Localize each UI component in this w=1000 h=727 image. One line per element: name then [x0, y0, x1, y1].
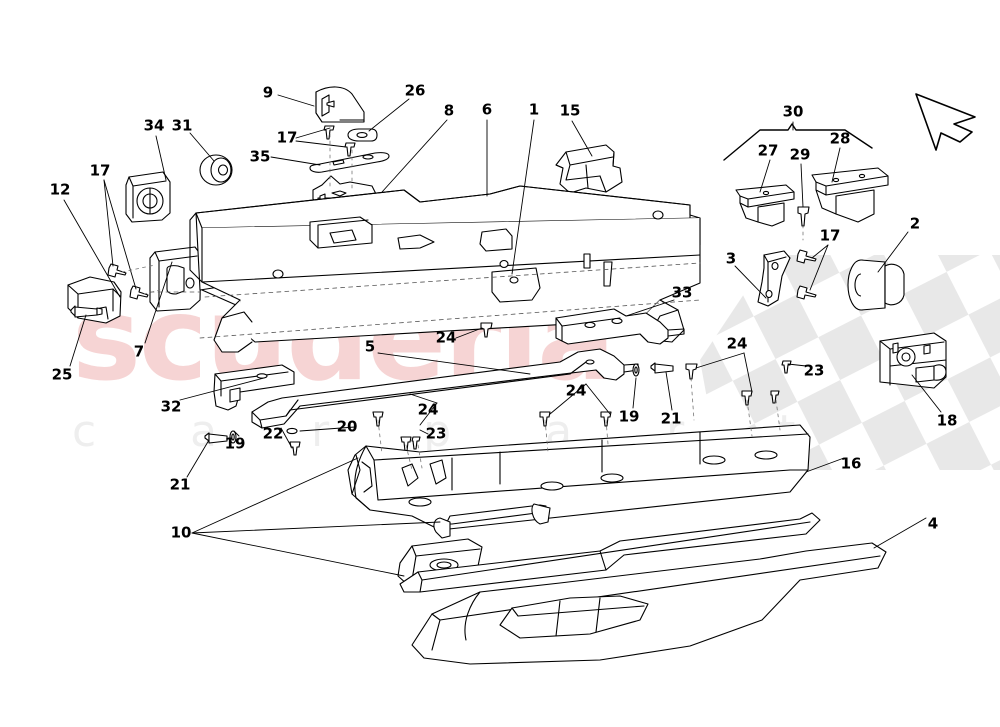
- callout-number-1: 1: [528, 100, 540, 119]
- part-4-lid: [411, 542, 887, 665]
- callout-number-12: 12: [49, 180, 71, 199]
- part-2-lock-barrel: [847, 259, 905, 311]
- callout-number-6: 6: [481, 100, 493, 119]
- callout-number-19b: 19: [224, 434, 246, 453]
- callout-number-16: 16: [840, 454, 862, 473]
- part-9-housing: [315, 86, 365, 123]
- part-24-screw-e: [539, 411, 551, 427]
- callout-number-35: 35: [249, 147, 271, 166]
- part-28-mount-block: [811, 167, 889, 223]
- callout-number-17a: 17: [276, 128, 298, 147]
- callout-number-3: 3: [725, 249, 737, 268]
- callout-number-26: 26: [404, 81, 426, 100]
- part-10-hinge-rod: [433, 503, 551, 539]
- callout-number-8: 8: [443, 101, 455, 120]
- part-15-hinge-assembly: [555, 144, 623, 194]
- part-24-screw-d: [741, 390, 753, 406]
- part-19-washer-mid: [632, 363, 640, 377]
- part-7-plate: [149, 246, 202, 312]
- part-6-glovebox-body: [189, 185, 701, 353]
- leader-lines: [63, 94, 942, 577]
- part-20-washer: [286, 427, 298, 435]
- callout-number-33: 33: [671, 283, 693, 302]
- callout-number-24c: 24: [565, 381, 587, 400]
- callout-number-24a: 24: [435, 328, 457, 347]
- part-22-screw: [289, 441, 301, 456]
- callout-number-7: 7: [133, 342, 145, 361]
- callout-number-19a: 19: [618, 407, 640, 426]
- callout-number-21b: 21: [169, 475, 191, 494]
- part-21-pin-mid: [650, 362, 674, 374]
- callout-number-10: 10: [170, 523, 192, 542]
- part-27-mount-block: [735, 184, 795, 227]
- callout-number-32: 32: [160, 397, 182, 416]
- callout-number-20: 20: [336, 417, 358, 436]
- callout-number-31: 31: [171, 116, 193, 135]
- callout-number-27: 27: [757, 141, 779, 160]
- direction-arrow-icon: [915, 93, 976, 151]
- part-24-screw-c: [685, 363, 698, 380]
- part-17-screw-right-b: [796, 285, 817, 300]
- callout-number-34: 34: [143, 116, 165, 135]
- part-30-group-bracket: [723, 123, 873, 161]
- part-17-screw-left-a: [107, 263, 127, 278]
- part-25-bolt: [70, 305, 103, 318]
- part-32-bracket: [213, 364, 295, 411]
- part-29-screw: [797, 206, 810, 227]
- callout-number-15: 15: [559, 101, 581, 120]
- callout-number-9: 9: [262, 83, 274, 102]
- assembly-guides: [121, 133, 804, 471]
- part-18-switch-unit: [879, 332, 947, 389]
- part-3-striker-bracket: [757, 250, 791, 307]
- part-17-screw-upper-b: [344, 142, 356, 157]
- callout-number-4: 4: [927, 514, 939, 533]
- callout-number-24b: 24: [726, 334, 748, 353]
- part-26-clip: [347, 128, 378, 142]
- part-24-screw-b: [400, 436, 412, 452]
- callout-number-30: 30: [782, 102, 804, 121]
- callout-number-25: 25: [51, 365, 73, 384]
- part-24-screw-a: [372, 411, 384, 427]
- callout-number-5: 5: [364, 337, 376, 356]
- part-24-screw-center: [480, 322, 493, 338]
- part-31-knob: [199, 154, 233, 186]
- callout-number-2: 2: [909, 214, 921, 233]
- part-24-screw-f: [600, 411, 612, 427]
- part-16-trim-strip: [399, 512, 821, 593]
- part-23-screw-a: [411, 436, 421, 450]
- callout-number-17b: 17: [89, 161, 111, 180]
- part-19-washer-left: [229, 430, 237, 444]
- part-23-screw-b: [770, 390, 780, 404]
- callout-number-21a: 21: [660, 409, 682, 428]
- callout-number-18: 18: [936, 411, 958, 430]
- callout-number-28: 28: [829, 129, 851, 148]
- callout-number-23b: 23: [425, 424, 447, 443]
- part-35-striker-plate: [309, 152, 390, 173]
- callout-number-23a: 23: [803, 361, 825, 380]
- part-34-latch: [125, 171, 171, 223]
- part-10-compartment-shell: [347, 424, 811, 531]
- part-33-rail: [555, 308, 685, 345]
- callout-number-22: 22: [262, 424, 284, 443]
- part-17-screw-right-a: [796, 249, 817, 264]
- part-17-screw-left-b: [129, 285, 149, 300]
- callout-number-29: 29: [789, 145, 811, 164]
- callout-number-24d: 24: [417, 400, 439, 419]
- callout-number-17c: 17: [819, 226, 841, 245]
